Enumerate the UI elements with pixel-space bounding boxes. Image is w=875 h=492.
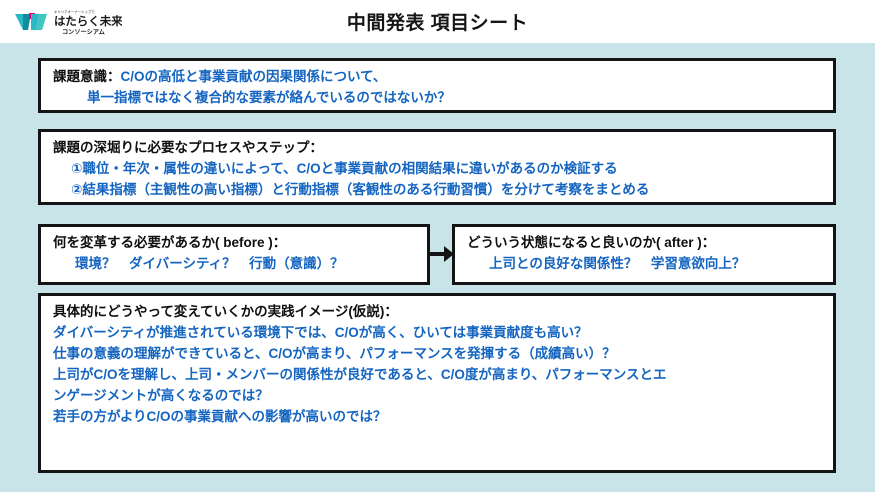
- issue-line-2: 単一指標ではなく複合的な要素が絡んでいるのではないか？: [87, 89, 451, 105]
- process-steps-box: 課題の深堀りに必要なプロセスやステップ： ①職位・年次・属性の違いによって、C/…: [38, 129, 836, 205]
- logo-w-mark: [15, 13, 47, 30]
- practice-line-1: ダイバーシティが推進されている環境下では、C/Oが高く、ひいては事業貢献度も高い…: [53, 324, 588, 340]
- practice-line-4: ンゲージメントが高くなるのでは？: [53, 387, 269, 403]
- issue-first-line: 課題意識：C/Oの高低と事業貢献の因果関係について、: [53, 67, 823, 88]
- slide-canvas: 課題意識：C/Oの高低と事業貢献の因果関係について、 単一指標ではなく複合的な要…: [0, 43, 875, 492]
- process-step-2: ②結果指標（主観性の高い指標）と行動指標（客観性のある行動習慣）を分けて考察をま…: [71, 181, 650, 197]
- practice-line-2: 仕事の意義の理解ができていると、C/Oが高まり、パフォーマンスを発揮する（成績高…: [53, 345, 616, 361]
- issue-label: 課題意識：: [53, 69, 121, 84]
- process-label: 課題の深堀りに必要なプロセスやステップ：: [53, 140, 323, 155]
- logo-name-text: はたらく未来: [54, 14, 122, 28]
- issue-line-1: C/Oの高低と事業貢献の因果関係について、: [120, 69, 387, 84]
- practice-line-3: 上司がC/Oを理解し、上司・メンバーの関係性が良好であると、C/O度が高まり、パ…: [53, 366, 667, 382]
- before-label: 何を変革する必要があるか( before )：: [53, 235, 287, 250]
- logo-sub-text: コンソーシアム: [62, 29, 105, 36]
- arrow-head: [444, 246, 454, 262]
- issue-awareness-box: 課題意識：C/Oの高低と事業貢献の因果関係について、 単一指標ではなく複合的な要…: [38, 58, 836, 113]
- consortium-logo: キャリアオーナーシップで はたらく未来 コンソーシアム: [14, 6, 122, 38]
- before-line-1: 環境？ ダイバーシティ？ 行動（意識）？: [75, 255, 344, 271]
- after-label: どういう状態になると良いのか( after )：: [467, 235, 716, 250]
- practice-image-box: 具体的にどうやって変えていくかの実践イメージ(仮説)： ダイバーシティが推進され…: [38, 293, 836, 473]
- page-title: 中間発表 項目シート: [346, 13, 529, 34]
- after-state-box: どういう状態になると良いのか( after )： 上司との良好な関係性？ 学習意…: [452, 224, 836, 285]
- slide-header: キャリアオーナーシップで はたらく未来 コンソーシアム 中間発表 項目シート: [0, 0, 875, 43]
- practice-line-5: 若手の方がよりC/Oの事業貢献への影響が高いのでは？: [53, 408, 387, 424]
- process-step-1: ①職位・年次・属性の違いによって、C/Oと事業貢献の相関結果に違いがあるのか検証…: [71, 160, 618, 176]
- practice-label: 具体的にどうやって変えていくかの実践イメージ(仮説)：: [53, 304, 398, 319]
- after-line-1: 上司との良好な関係性？ 学習意欲向上？: [489, 255, 746, 271]
- arrow-shaft: [430, 252, 446, 256]
- before-to-after-arrow: [430, 246, 454, 262]
- logo-tagline-text: キャリアオーナーシップで: [54, 9, 95, 14]
- before-state-box: 何を変革する必要があるか( before )： 環境？ ダイバーシティ？ 行動（…: [38, 224, 430, 285]
